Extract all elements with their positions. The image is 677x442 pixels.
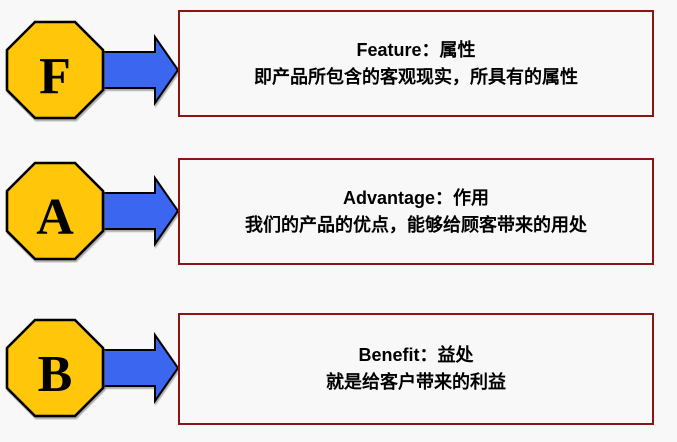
benefit-definition-box: Benefit：益处 就是给客户带来的利益 — [178, 313, 654, 425]
octagon-letter: F — [39, 48, 71, 105]
benefit-octagon-arrow-graphic: B — [5, 318, 180, 418]
octagon-letter: A — [36, 189, 74, 246]
box-description: 即产品所包含的客观现实，所具有的属性 — [254, 66, 578, 87]
box-description: 就是给客户带来的利益 — [326, 372, 506, 392]
box-title: Advantage：作用 — [342, 187, 490, 208]
box-description: 我们的产品的优点，能够给顾客带来的用处 — [245, 214, 587, 235]
right-arrow-icon — [99, 33, 180, 107]
right-arrow-icon — [99, 174, 180, 248]
feature-definition-box: Feature：属性 即产品所包含的客观现实，所具有的属性 — [178, 10, 654, 117]
advantage-octagon-arrow-graphic: A — [5, 161, 180, 261]
octagon-letter: B — [38, 346, 73, 403]
feature-octagon-arrow-graphic: F — [5, 20, 180, 120]
octagon-shape — [5, 318, 105, 418]
octagon-shape — [5, 161, 105, 261]
right-arrow-icon — [99, 331, 180, 405]
box-title: Feature：属性 — [356, 39, 476, 60]
advantage-definition-box: Advantage：作用 我们的产品的优点，能够给顾客带来的用处 — [178, 158, 654, 265]
octagon-shape — [5, 20, 105, 120]
box-title: Benefit：益处 — [358, 345, 474, 365]
